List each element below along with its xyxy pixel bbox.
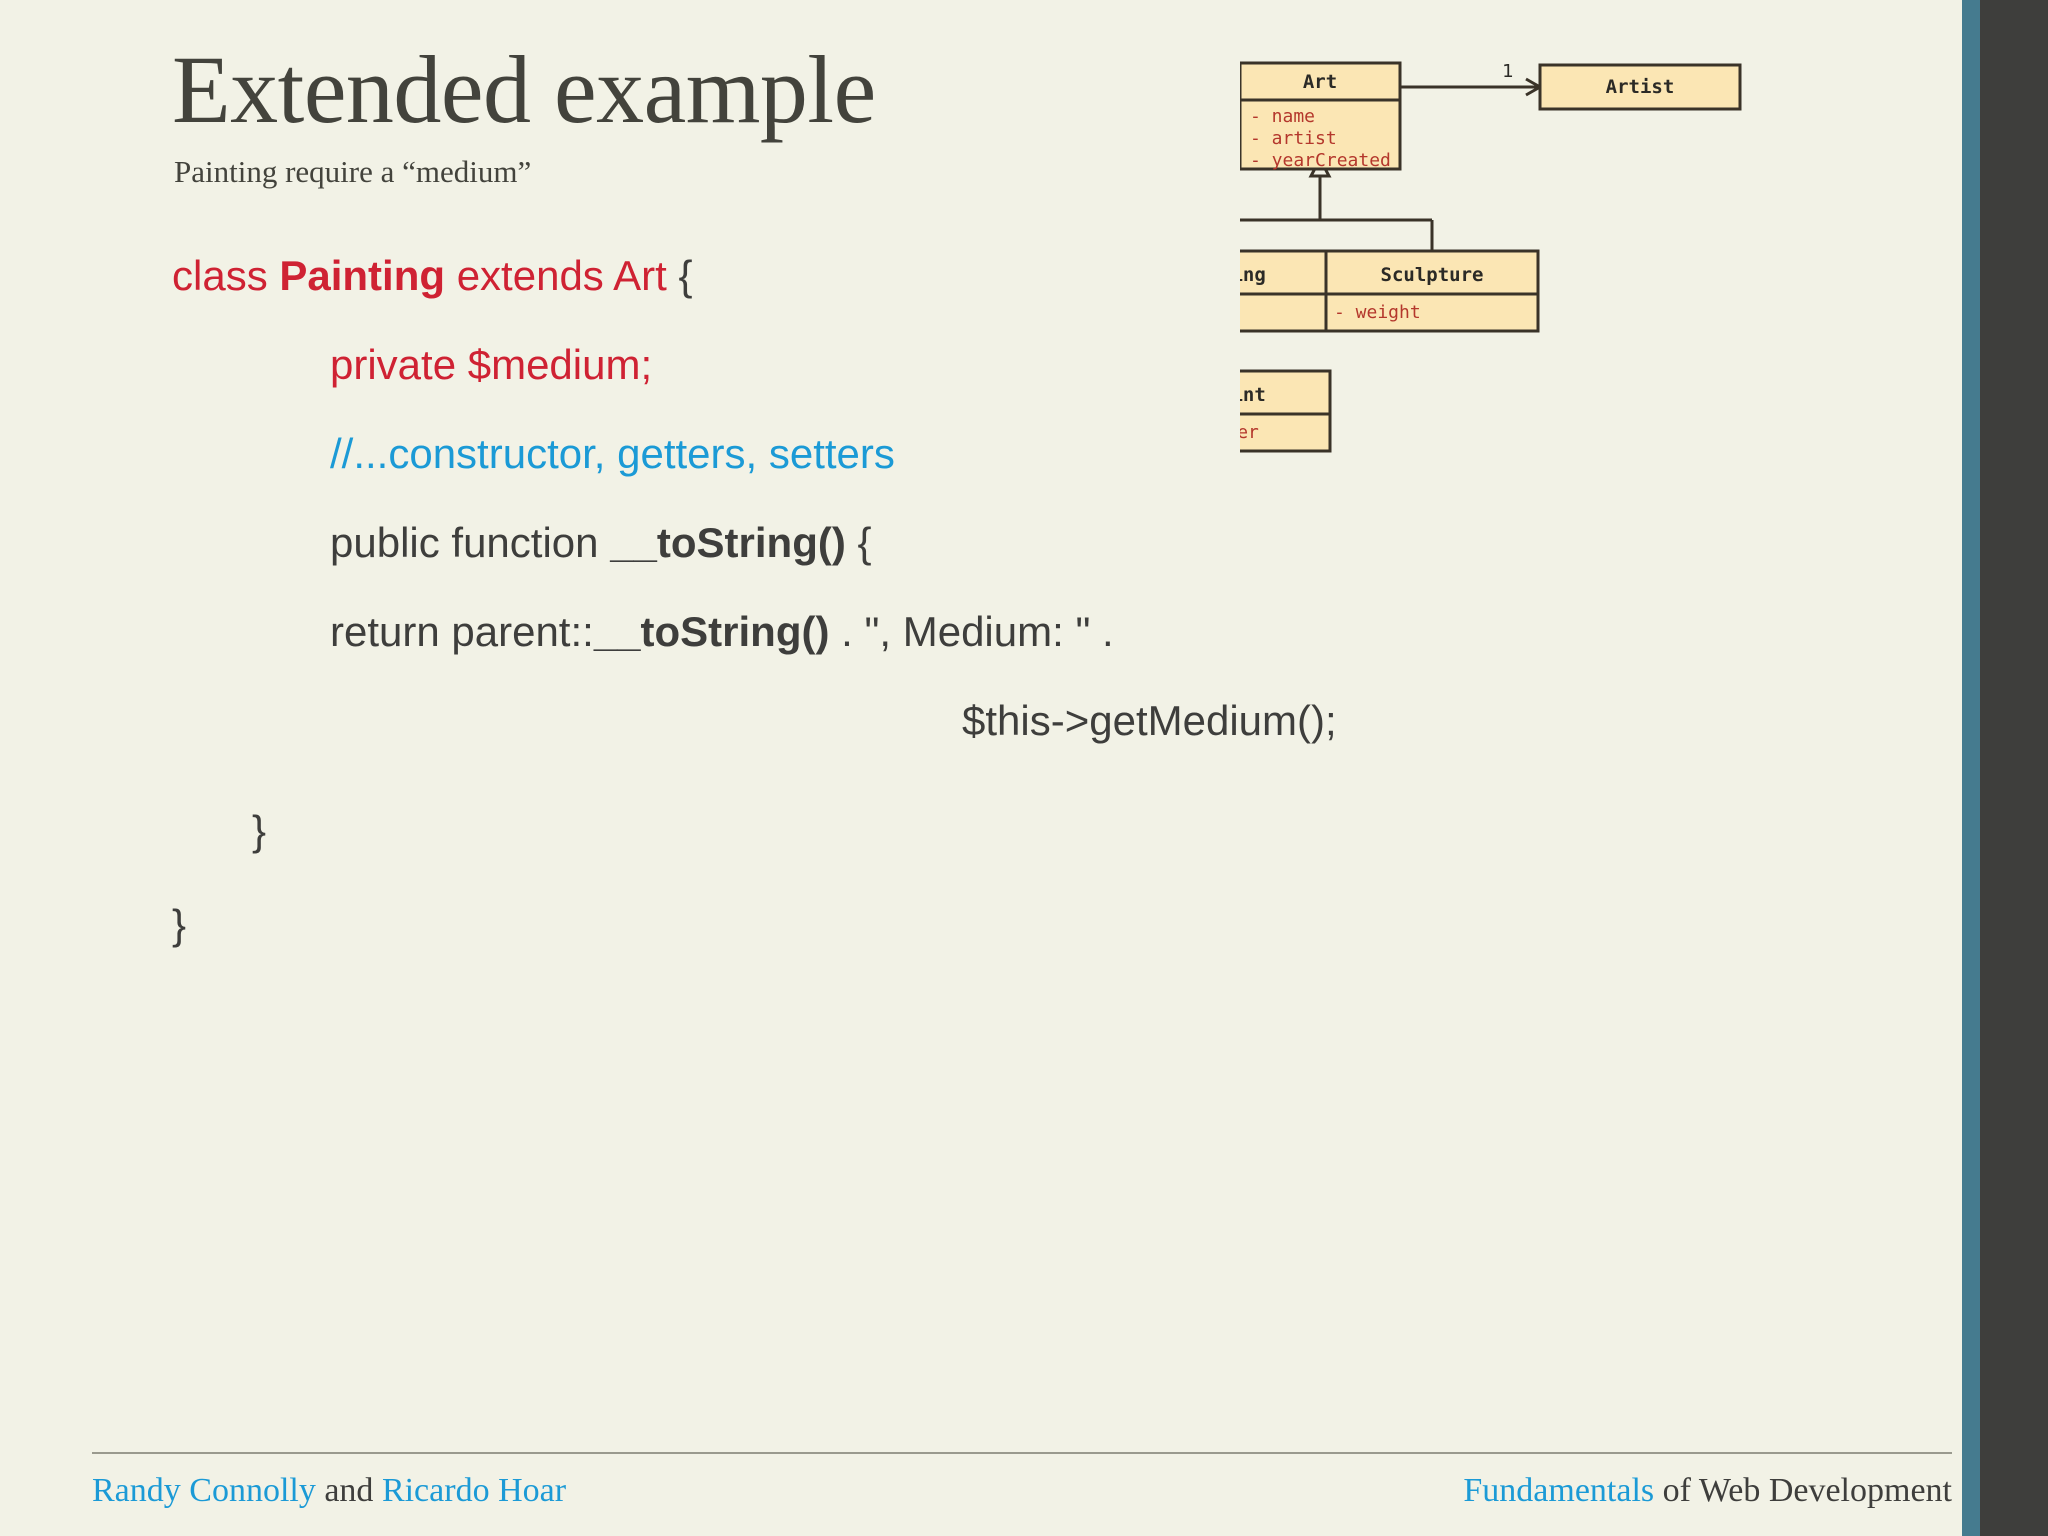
footer-divider: [92, 1452, 1952, 1454]
uml-class-art: Art - name - artist - yearCreated: [1240, 61, 1402, 171]
code-line-class-declaration: class Painting extends Art {: [172, 255, 1452, 297]
code-line-close-inner-brace: }: [252, 807, 267, 854]
author-ricardo-hoar: Ricardo Hoar: [381, 1472, 567, 1509]
uml-class-painting-name: Painting: [1240, 264, 1266, 286]
uml-class-artist: Artist: [1538, 63, 1742, 111]
code-line-getmedium: $this->getMedium();: [962, 697, 1337, 744]
uml-class-art-attr-0: - name: [1250, 106, 1315, 127]
uml-class-artprint-attr-0: - printNumber: [1240, 422, 1259, 443]
code-block: class Painting extends Art { private $me…: [172, 255, 1452, 993]
uml-class-sculpture-body: [1324, 249, 1540, 333]
page-subtitle: Painting require a “medium”: [174, 154, 532, 189]
uml-class-art-attr-2: - yearCreated: [1250, 150, 1391, 171]
uml-class-artist-body: [1538, 63, 1742, 111]
keyword-class: class: [172, 252, 280, 299]
return-suffix: . ", Medium: " .: [829, 608, 1114, 655]
code-line-comment: //...constructor, getters, setters: [330, 430, 895, 477]
uml-class-sculpture: Sculpture - weight: [1324, 249, 1540, 333]
code-line-close-outer-brace: }: [172, 901, 187, 948]
uml-class-diagram: Art - name - artist - yearCreated Artist…: [1240, 55, 1780, 475]
uml-class-painting: Painting - medium: [1240, 249, 1332, 333]
class-name-painting: Painting: [279, 252, 446, 299]
footer-book-title: Fundamentals of Web Development: [1463, 1472, 1952, 1510]
uml-class-sculpture-attr-0: - weight: [1334, 302, 1421, 323]
page-title: Extended example: [172, 36, 876, 143]
uml-class-artprint-body: [1240, 369, 1332, 453]
return-prefix: return parent::: [330, 608, 594, 655]
public-function-suffix: {: [845, 519, 872, 566]
code-line-return: return parent::__toString() . ", Medium:…: [330, 611, 1452, 653]
dark-edge-stripe: [1980, 0, 2048, 1536]
uml-class-painting-body: [1240, 249, 1332, 333]
uml-multiplicity-label: 1: [1502, 61, 1513, 82]
uml-class-artprint: ArtPrint - printNumber: [1240, 369, 1332, 453]
uml-class-artist-name: Artist: [1606, 76, 1675, 98]
code-line-private-medium: private $medium;: [330, 341, 653, 388]
uml-class-artprint-name: ArtPrint: [1240, 384, 1266, 406]
book-title-accent: Fundamentals: [1463, 1472, 1655, 1509]
parent-method-tostring: __toString(): [593, 608, 830, 655]
open-brace: {: [678, 252, 693, 299]
book-title-rest: of Web Development: [1654, 1472, 1952, 1509]
public-function-prefix: public function: [330, 519, 611, 566]
teal-edge-stripe: [1962, 0, 1980, 1536]
keyword-extends-art: extends Art: [445, 252, 679, 299]
uml-class-art-name: Art: [1303, 71, 1337, 93]
author-conjunction: and: [315, 1472, 382, 1509]
footer-authors: Randy Connolly and Ricardo Hoar: [92, 1472, 566, 1510]
uml-class-sculpture-name: Sculpture: [1381, 264, 1484, 286]
author-randy-connolly: Randy Connolly: [92, 1472, 316, 1509]
code-line-public-tostring: public function __toString() {: [330, 522, 1452, 564]
uml-class-art-attr-1: - artist: [1250, 128, 1337, 149]
method-name-tostring: __toString(): [610, 519, 846, 566]
uml-class-art-body: [1240, 61, 1402, 171]
